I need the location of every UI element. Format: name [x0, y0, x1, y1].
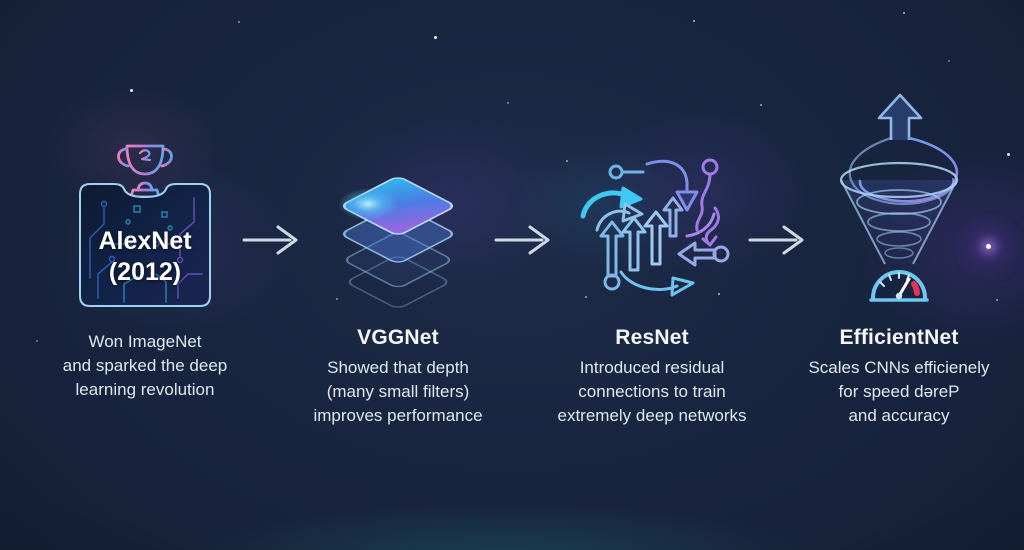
efficientnet-title: EfficientNet: [839, 326, 959, 349]
vggnet-title: VGGNet: [357, 326, 439, 349]
star-dot: [238, 21, 240, 23]
star-dot: [130, 89, 133, 92]
efficientnet-description: Scales CNNs efficienely for speed dəreP …: [808, 358, 990, 425]
right-arrow-icon: [746, 222, 810, 258]
alexnet-name: AlexNet: [98, 227, 192, 255]
stage-resnet: ResNet Introduced residual connections t…: [532, 0, 772, 550]
star-dot: [718, 293, 720, 295]
star-dot: [585, 296, 587, 298]
star-dot: [693, 20, 695, 22]
star-dot: [948, 60, 950, 62]
resnet-title: ResNet: [615, 326, 689, 349]
stage-efficientnet: EfficientNet Scales CNNs efficienely for…: [779, 0, 1019, 550]
star-dot: [507, 102, 509, 104]
stacked-layers-icon: [310, 164, 486, 315]
star-dot: [996, 299, 998, 301]
star-dot: [566, 160, 568, 162]
scaling-spiral-gauge-icon: [829, 88, 969, 325]
star-dot: [434, 36, 437, 39]
star-dot: [760, 104, 762, 106]
star-dot: [336, 298, 338, 300]
speedometer: [869, 270, 929, 302]
residual-arrows-swirl-icon: [569, 150, 735, 311]
star-dot: [903, 12, 905, 14]
right-arrow-icon: [240, 222, 304, 258]
star-dot: [36, 340, 38, 342]
circuit-chip-icon: [74, 178, 216, 317]
alexnet-description: Won ImageNet and sparked the deep learni…: [62, 332, 228, 399]
alexnet-title: AlexNet (2012): [74, 226, 216, 288]
resnet-description: Introduced residual connections to train…: [557, 358, 747, 425]
stage-alexnet: AlexNet (2012) Won ImageNet and sparked …: [25, 0, 265, 550]
stage-vggnet: VGGNet Showed that depth (many small fil…: [278, 0, 518, 550]
right-arrow-icon: [492, 222, 556, 258]
star-dot: [1007, 153, 1010, 156]
vggnet-description: Showed that depth (many small filters) i…: [313, 358, 483, 425]
lens-flare: [986, 244, 991, 249]
alexnet-year: (2012): [108, 258, 182, 286]
